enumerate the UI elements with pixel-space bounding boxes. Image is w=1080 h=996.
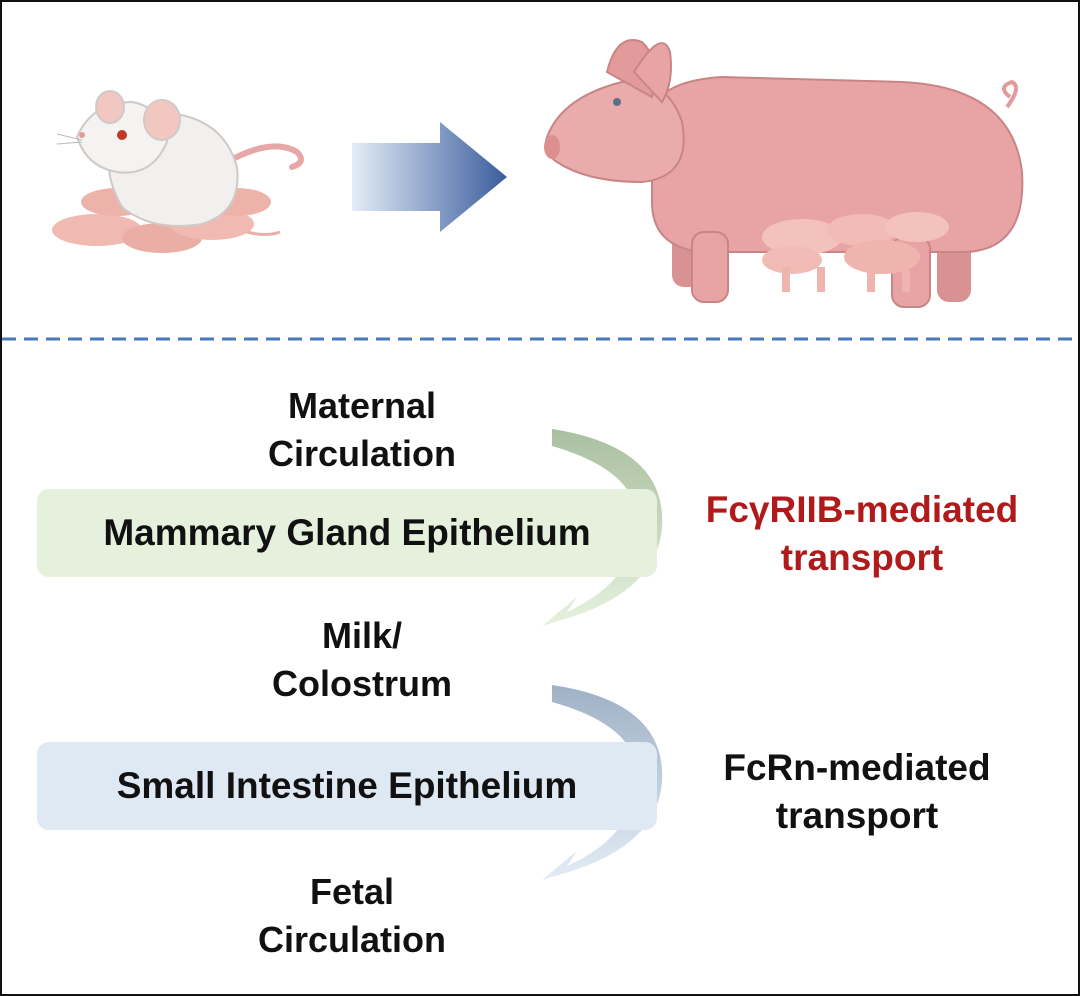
small-intestine-epithelium-label: Small Intestine Epithelium — [116, 765, 578, 806]
mouse-with-pups-icon — [52, 90, 304, 253]
fcgr-transport-label: FcγRIIB-mediated transport — [705, 489, 1019, 578]
intestine-transport-arrow-icon — [542, 685, 663, 880]
maternal-circulation-label: Maternal Circulation — [267, 385, 456, 474]
fcrn-transport-label: FcRn-mediated transport — [723, 747, 991, 836]
small-intestine-epithelium-box: Small Intestine Epithelium — [37, 742, 657, 830]
pig-with-piglets-icon — [544, 39, 1024, 308]
fetal-circulation-label: Fetal Circulation — [257, 871, 446, 960]
milk-colostrum-label: Milk/ Colostrum — [272, 615, 452, 704]
mammary-gland-epithelium-box: Mammary Gland Epithelium — [37, 489, 657, 577]
mammary-gland-epithelium-label: Mammary Gland Epithelium — [103, 512, 591, 553]
transition-arrow-icon — [352, 122, 507, 232]
